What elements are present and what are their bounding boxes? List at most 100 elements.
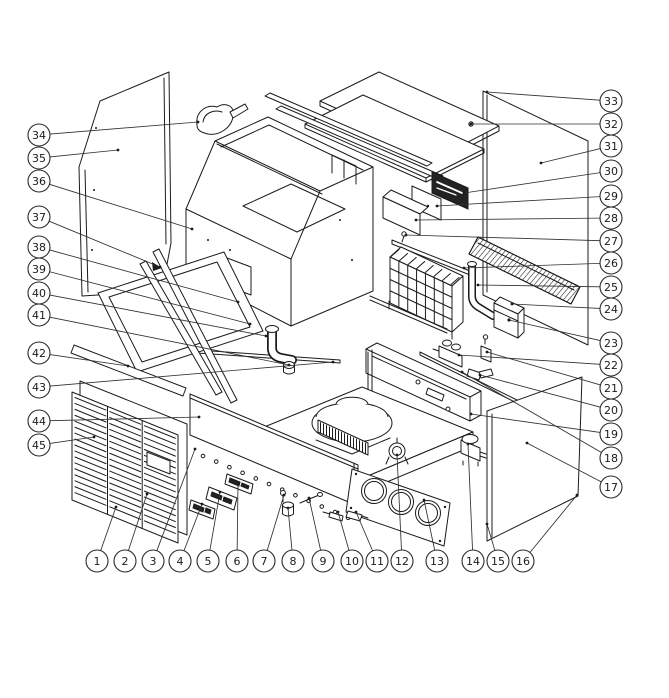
svg-text:8: 8 (290, 555, 297, 568)
callout-26: 26 (462, 251, 623, 275)
svg-text:31: 31 (604, 140, 618, 153)
label-part-5 (205, 486, 238, 511)
callout-34: 34 (27, 120, 200, 147)
svg-text:21: 21 (604, 382, 618, 395)
svg-text:20: 20 (604, 404, 618, 417)
svg-text:13: 13 (430, 555, 444, 568)
callout-30: 30 (462, 159, 623, 195)
svg-text:36: 36 (32, 175, 46, 188)
callout-40: 40 (27, 281, 268, 338)
trim-rail-rear (275, 105, 444, 180)
callout-38: 38 (27, 235, 240, 304)
callout-8: 8 (281, 506, 305, 573)
grille-badge (146, 451, 171, 475)
svg-text:27: 27 (604, 235, 618, 248)
callout-22: 22 (457, 353, 623, 377)
callout-7: 7 (252, 493, 286, 573)
splash-curtain (70, 344, 187, 397)
callout-3: 3 (141, 447, 197, 573)
svg-text:4: 4 (177, 555, 184, 568)
callout-32: 32 (469, 112, 623, 136)
outlet-pipe (467, 261, 497, 320)
svg-text:15: 15 (491, 555, 505, 568)
svg-text:19: 19 (604, 428, 618, 441)
svg-text:34: 34 (32, 129, 46, 142)
svg-text:40: 40 (32, 287, 46, 300)
svg-text:17: 17 (604, 481, 618, 494)
condenser-grille (468, 236, 581, 305)
svg-text:1: 1 (94, 555, 101, 568)
callout-29: 29 (435, 184, 623, 208)
callout-14: 14 (461, 442, 485, 573)
misc-bracket (415, 379, 451, 412)
front-grille (71, 391, 179, 544)
callout-39: 39 (27, 257, 252, 326)
callout-5: 5 (196, 490, 222, 573)
slide-rails (139, 248, 238, 404)
svg-text:12: 12 (395, 555, 409, 568)
svg-text:11: 11 (370, 555, 384, 568)
svg-text:29: 29 (604, 190, 618, 203)
svg-text:37: 37 (32, 211, 46, 224)
filter-drier (480, 334, 492, 363)
callout-43: 43 (27, 360, 335, 399)
callout-27: 27 (404, 229, 623, 253)
svg-text:35: 35 (32, 152, 46, 165)
svg-text:10: 10 (345, 555, 359, 568)
svg-text:23: 23 (604, 337, 618, 350)
callout-16: 16 (511, 493, 579, 573)
svg-text:16: 16 (516, 555, 530, 568)
callout-10: 10 (336, 510, 364, 573)
callout-18: 18 (460, 370, 623, 470)
drain-elbow (265, 325, 297, 365)
callout-11: 11 (354, 510, 389, 573)
callout-42: 42 (27, 341, 130, 368)
fan-shroud (345, 468, 451, 547)
svg-text:14: 14 (466, 555, 480, 568)
arrow-marker-37 (152, 262, 162, 271)
svg-text:30: 30 (604, 165, 618, 178)
svg-text:5: 5 (205, 555, 212, 568)
callout-36: 36 (27, 169, 194, 231)
svg-text:18: 18 (604, 452, 618, 465)
right-side-panel (486, 376, 583, 542)
callout-19: 19 (469, 412, 623, 446)
svg-text:2: 2 (122, 555, 129, 568)
vent-holes (200, 453, 351, 521)
trim-rail-front (264, 92, 433, 167)
callout-37: 37 (27, 205, 162, 269)
water-distributor-tube (391, 239, 477, 276)
label-part-4 (188, 499, 216, 520)
ice-scoop (196, 103, 249, 135)
callout-33: 33 (485, 89, 623, 113)
evaporator-assembly (369, 246, 464, 340)
svg-text:41: 41 (32, 309, 46, 322)
callout-45: 45 (27, 433, 96, 457)
callout-17: 17 (525, 441, 623, 499)
svg-text:7: 7 (261, 555, 268, 568)
callout-13: 13 (422, 498, 449, 573)
inner-cover (304, 94, 485, 183)
callout-6: 6 (225, 482, 249, 573)
callout-44: 44 (27, 409, 201, 433)
electrical-box (382, 189, 429, 236)
svg-text:33: 33 (604, 95, 618, 108)
svg-text:3: 3 (150, 555, 157, 568)
svg-text:26: 26 (604, 257, 618, 270)
callout-4: 4 (168, 502, 204, 573)
callout-2: 2 (113, 492, 149, 573)
solenoid-valve (432, 339, 463, 368)
callout-12: 12 (390, 453, 414, 573)
callout-9: 9 (307, 496, 335, 573)
svg-text:42: 42 (32, 347, 46, 360)
svg-text:44: 44 (32, 415, 46, 428)
svg-text:25: 25 (604, 281, 618, 294)
condenser-fins (317, 419, 369, 456)
water-pump (460, 434, 487, 467)
svg-text:28: 28 (604, 212, 618, 225)
control-board-box (431, 171, 469, 210)
svg-text:32: 32 (604, 118, 618, 131)
